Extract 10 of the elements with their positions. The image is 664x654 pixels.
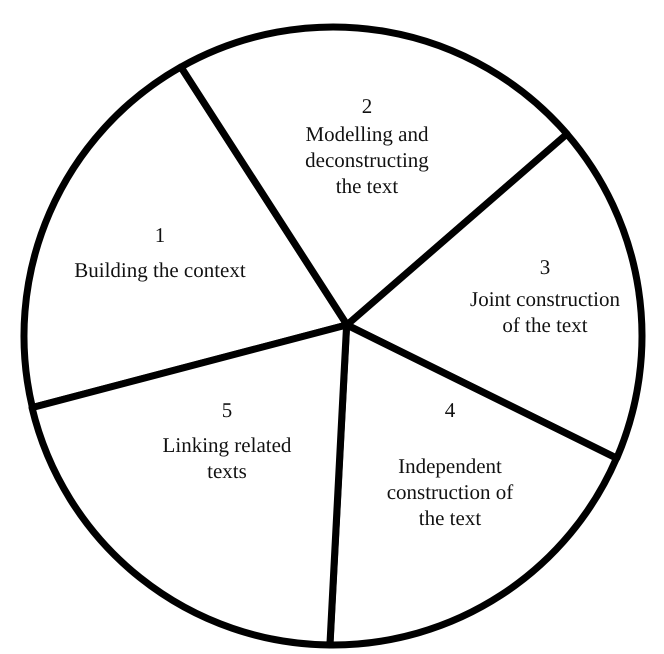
step-number: 2 xyxy=(360,92,374,119)
step-label: Building the context xyxy=(73,256,247,283)
step-number: 4 xyxy=(444,397,456,423)
step-label: Modelling and deconstructing the text xyxy=(304,120,430,199)
step-number: 1 xyxy=(154,222,166,248)
step-label: Independent construction of the text xyxy=(386,453,514,531)
step-number: 3 xyxy=(538,254,552,280)
step-label: Joint construction of the text xyxy=(469,286,621,338)
step-label: Linking related texts xyxy=(162,432,292,484)
step-number: 5 xyxy=(220,397,234,423)
